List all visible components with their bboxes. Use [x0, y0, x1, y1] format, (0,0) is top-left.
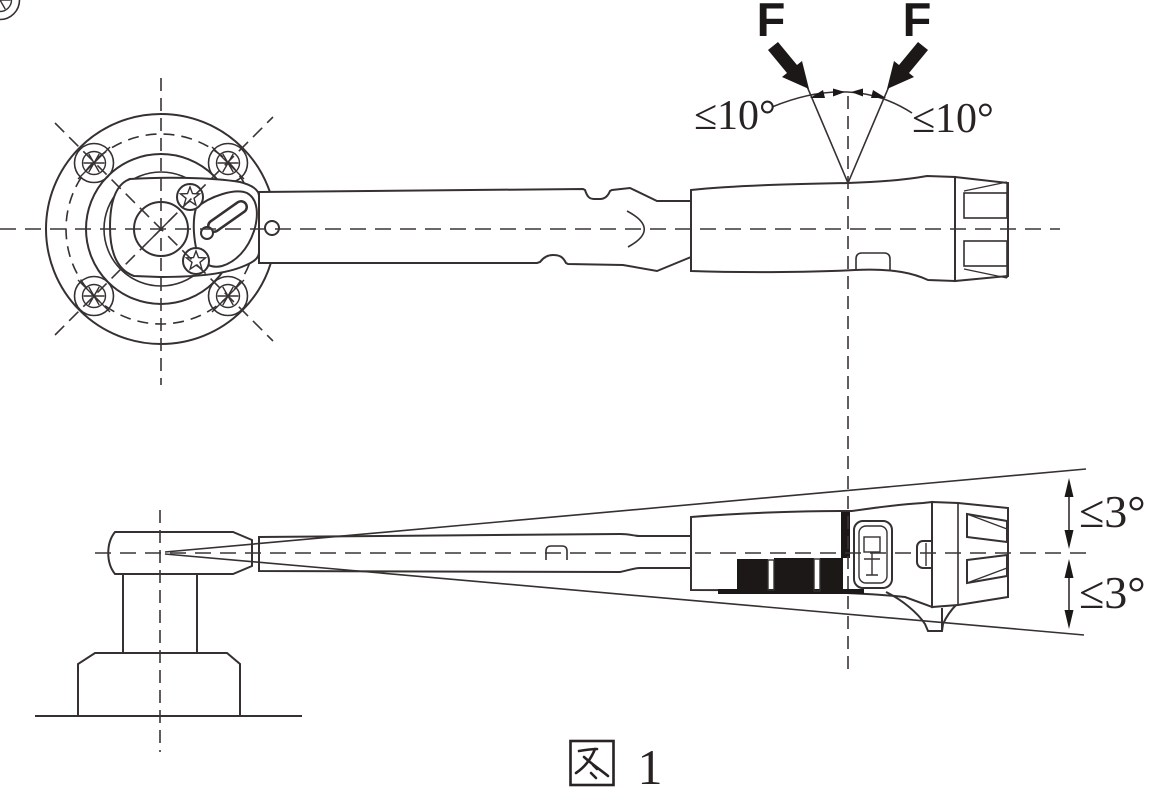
side-view-torque-wrench	[35, 468, 1087, 717]
angle-limit-right-label: ≤10°	[912, 96, 994, 142]
force-label-right: F	[903, 0, 932, 46]
pocket-clip	[885, 591, 958, 632]
torx-screw-icon	[176, 183, 210, 275]
tilt-dimension-arrows	[1064, 478, 1074, 629]
figure-caption: 1	[569, 739, 663, 789]
tilt-limit-down-label: ≤3°	[1079, 567, 1146, 618]
beam-tab	[545, 545, 568, 560]
force-arrow-left-icon	[768, 42, 809, 89]
beam-pivot-hole	[264, 220, 280, 236]
flange-screw-icon	[0, 0, 21, 21]
grip-button	[855, 252, 891, 270]
deflection-envelope-lines	[164, 468, 1087, 636]
plate-hole	[200, 226, 214, 240]
test-stand	[35, 574, 302, 717]
top-view-torque-wrench	[0, 0, 1009, 345]
centerlines	[0, 78, 1086, 752]
scale-window	[853, 520, 893, 589]
tilt-limit-up-label: ≤3°	[1079, 486, 1146, 537]
angle-limit-left-label: ≤10°	[694, 93, 776, 139]
force-arrow-right-icon	[887, 42, 928, 89]
beam-spring-arc	[626, 210, 646, 248]
force-label-left: F	[757, 0, 786, 46]
grip-scale-markings	[718, 512, 864, 594]
caption-number: 1	[638, 739, 663, 789]
caption-tu-glyph	[569, 739, 615, 787]
force-angle-construction	[768, 42, 928, 184]
end-cap-side-view	[931, 500, 1009, 609]
